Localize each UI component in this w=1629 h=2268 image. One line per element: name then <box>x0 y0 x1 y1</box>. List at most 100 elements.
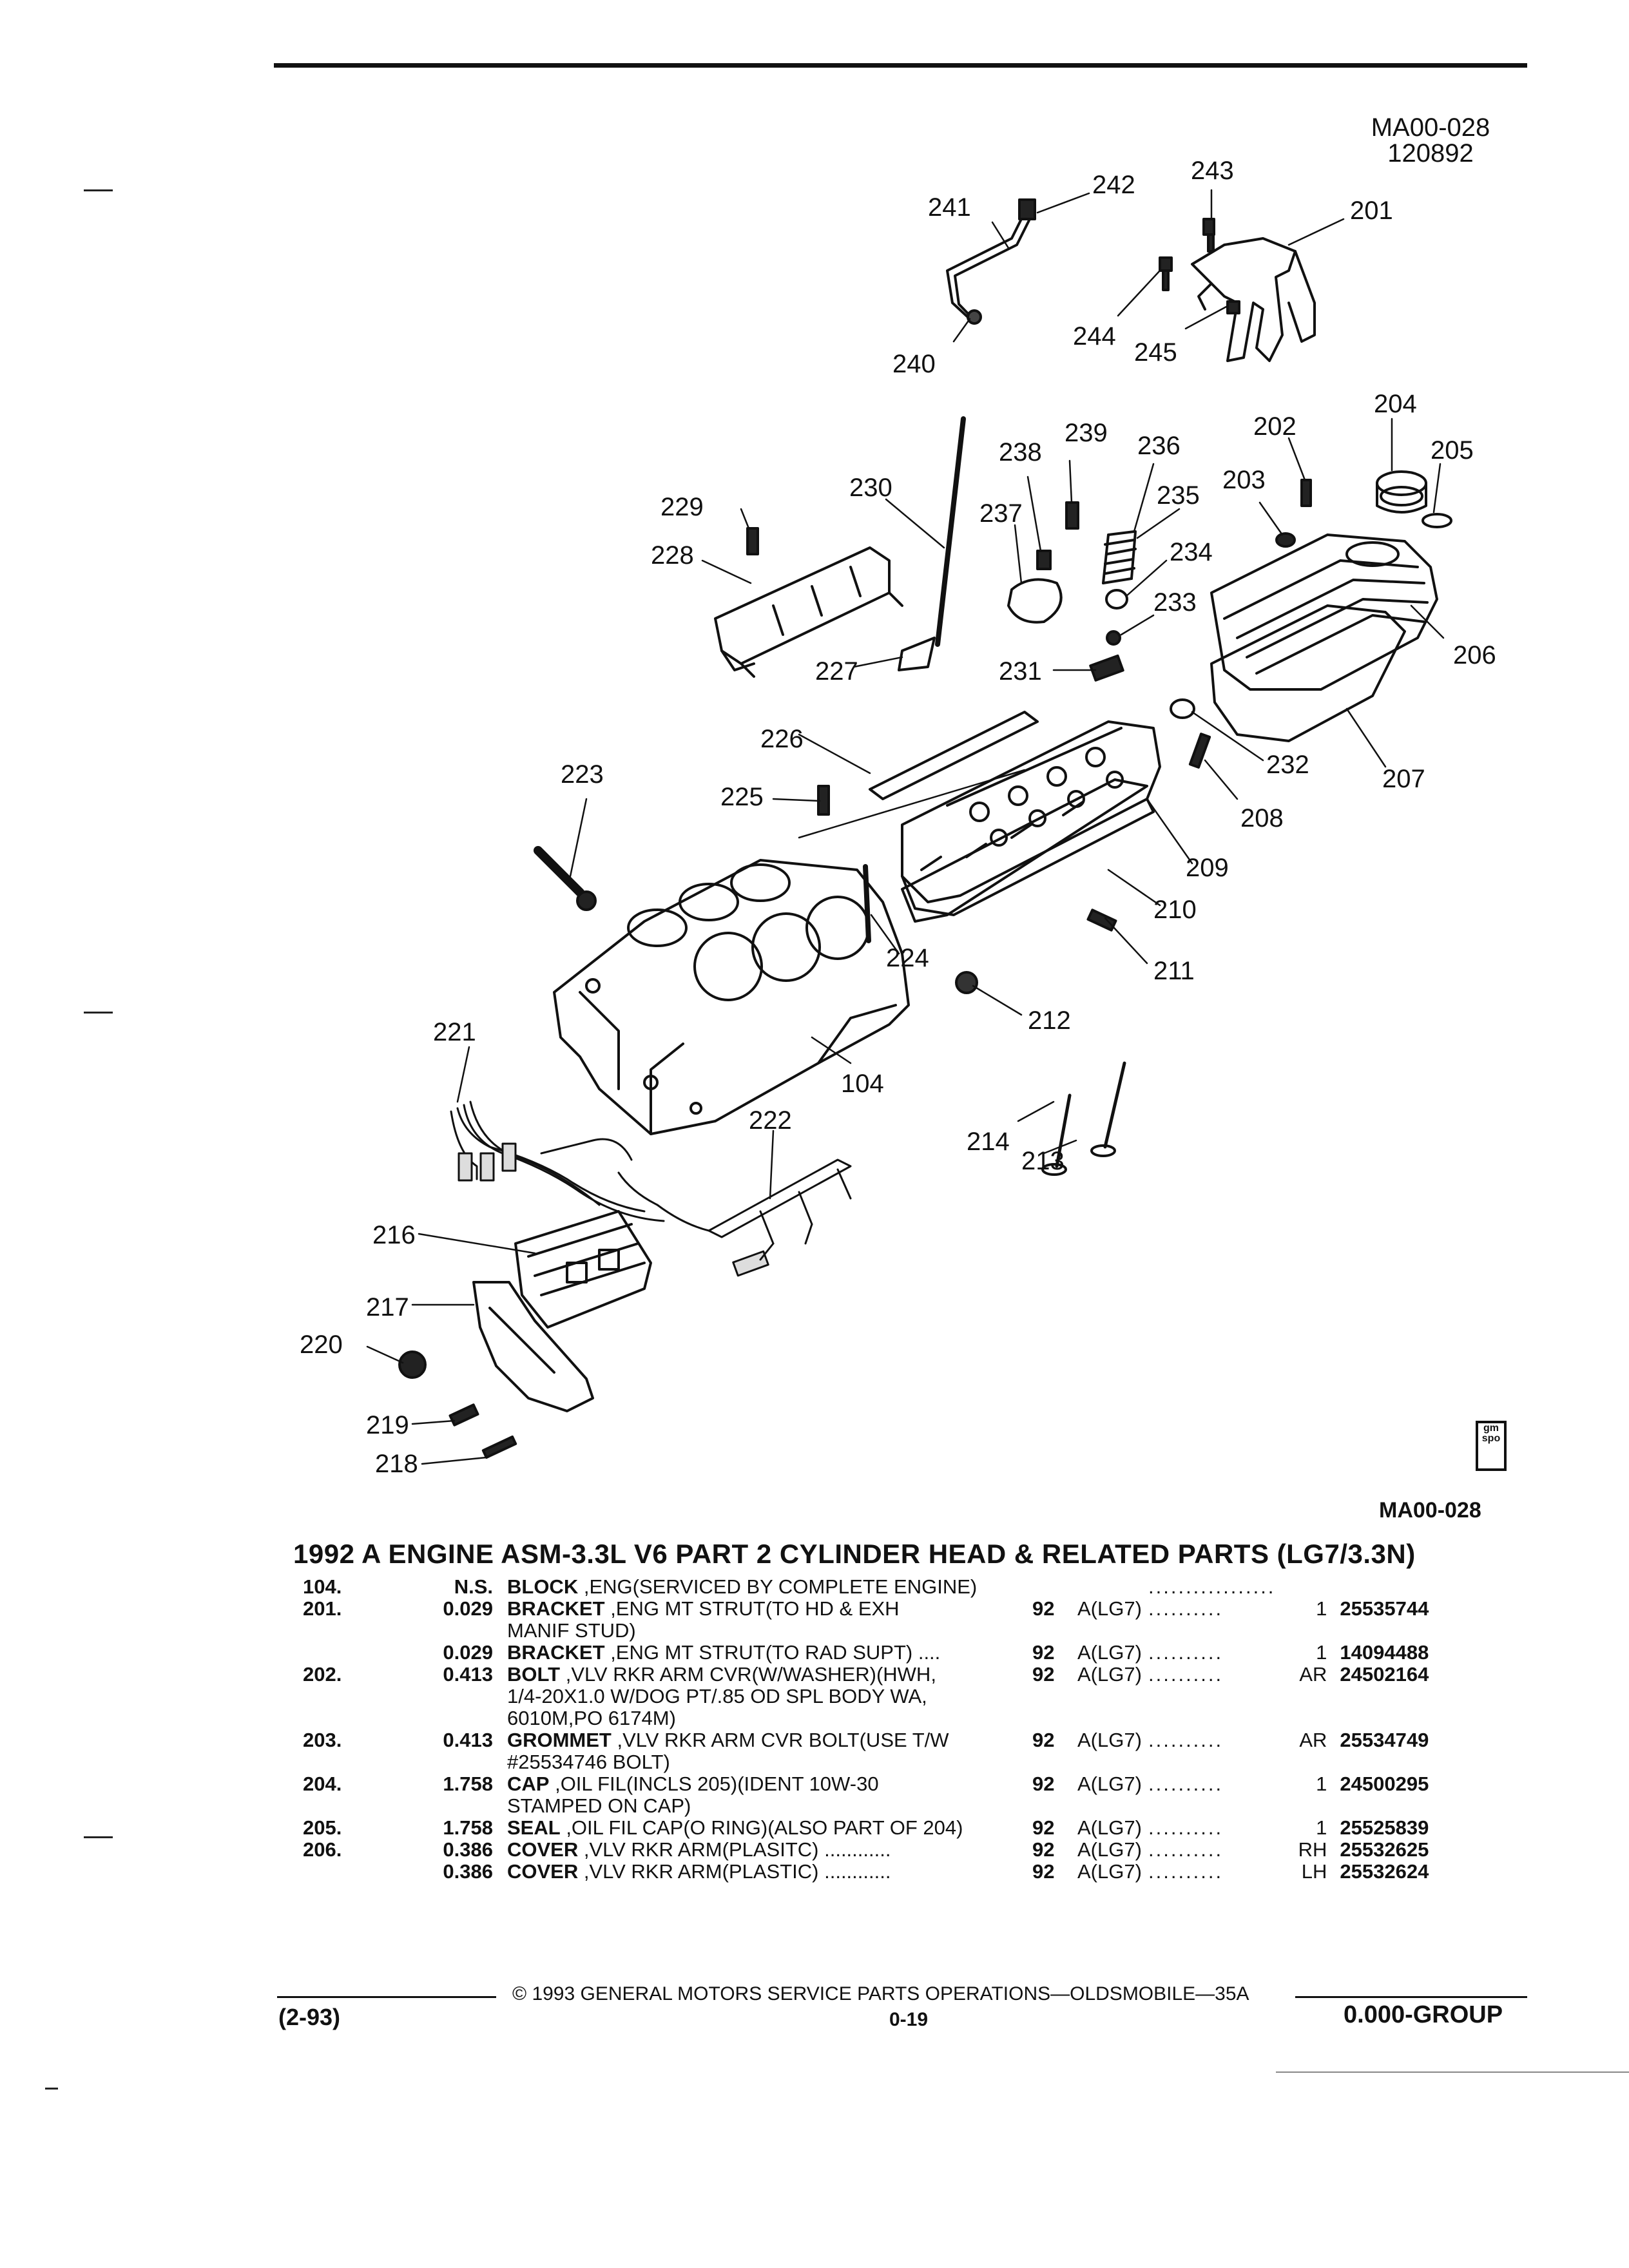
part-ref-number: 202. <box>303 1663 342 1686</box>
part-detail: ,VLV RKR ARM(PLASTIC) ............ <box>583 1860 891 1883</box>
callout-104: 104 <box>841 1070 884 1098</box>
leader-dots <box>1148 1620 1275 1642</box>
illustration-page: 0.029 <box>443 1641 493 1664</box>
part-number <box>1340 1707 1436 1729</box>
callout-228: 228 <box>651 541 694 570</box>
exploded-view-diagram: 241 242 243 201 240 244 245 204 202 205 … <box>300 157 1496 1523</box>
callout-229: 229 <box>660 493 704 521</box>
callout-209: 209 <box>1186 854 1229 882</box>
callout-216: 216 <box>372 1221 416 1249</box>
leader-dots: .......... <box>1148 1816 1224 1839</box>
coil-bracket-part <box>472 1281 594 1412</box>
parts-row: 104.N.S.BLOCK ,ENG(SERVICED BY COMPLETE … <box>284 1576 1436 1598</box>
part-description: STAMPED ON CAP) <box>507 1795 1032 1817</box>
callout-202: 202 <box>1253 412 1296 441</box>
callout-226: 226 <box>760 725 804 753</box>
part-detail: 1/4-20X1.0 W/DOG PT/.85 OD SPL BODY WA, <box>507 1685 927 1707</box>
model-year: 92 <box>1032 1860 1055 1883</box>
callout-217: 217 <box>366 1293 409 1321</box>
part-number: 25534749 <box>1340 1729 1429 1751</box>
part-number: 14094488 <box>1340 1641 1429 1664</box>
part-name: BOLT <box>507 1663 561 1686</box>
part-description: 6010M,PO 6174M) <box>507 1707 1032 1729</box>
retainer-part <box>898 637 936 671</box>
illustration-page: 0.386 <box>443 1860 493 1883</box>
gasket-part <box>1210 604 1406 742</box>
leader-lines <box>366 189 1445 1465</box>
parts-row: 6010M,PO 6174M) <box>284 1707 1436 1729</box>
application-code <box>1077 1707 1148 1729</box>
head-gasket-part <box>901 778 1148 923</box>
callout-210: 210 <box>1153 896 1197 924</box>
part-detail: ,VLV RKR ARM CVR BOLT(USE T/W <box>617 1729 949 1751</box>
parts-row: STAMPED ON CAP) <box>284 1795 1436 1817</box>
spark-plug-wire-part <box>617 1158 852 1277</box>
callout-223: 223 <box>561 760 604 789</box>
part-name: COVER <box>507 1838 579 1861</box>
application-code: A(LG7) <box>1077 1860 1142 1883</box>
margin-mark <box>84 1012 113 1014</box>
part-number <box>1340 1795 1436 1817</box>
model-year <box>1032 1795 1077 1817</box>
model-year: 92 <box>1032 1838 1055 1861</box>
quantity <box>1275 1620 1340 1642</box>
parts-row: #25534746 BOLT) <box>284 1751 1436 1773</box>
callout-207: 207 <box>1382 765 1425 793</box>
application-code <box>1077 1576 1148 1598</box>
quantity: LH <box>1301 1860 1327 1883</box>
quantity: 1 <box>1316 1641 1327 1664</box>
part-description: SEAL ,OIL FIL CAP(O RING)(ALSO PART OF 2… <box>507 1817 1032 1839</box>
valve-spring-part <box>1102 530 1137 584</box>
leader-dots: .......... <box>1148 1641 1224 1664</box>
callout-206: 206 <box>1453 641 1496 669</box>
callout-242: 242 <box>1092 171 1135 199</box>
callout-234: 234 <box>1170 538 1213 566</box>
callout-203: 203 <box>1222 466 1266 494</box>
part-description: BLOCK ,ENG(SERVICED BY COMPLETE ENGINE) <box>507 1576 1032 1598</box>
stud-part <box>1086 908 1117 932</box>
bolt-part <box>448 1403 479 1427</box>
copyright-line: © 1993 GENERAL MOTORS SERVICE PARTS OPER… <box>512 1983 1249 2004</box>
callout-214: 214 <box>967 1128 1010 1156</box>
pushrod-part <box>935 416 966 647</box>
part-detail: 6010M,PO 6174M) <box>507 1707 676 1729</box>
plug-part <box>1170 698 1195 719</box>
part-name: BRACKET <box>507 1641 605 1664</box>
callout-233: 233 <box>1153 588 1197 617</box>
callout-237: 237 <box>979 499 1023 528</box>
part-number: 24500295 <box>1340 1773 1429 1795</box>
key-part <box>1106 630 1121 646</box>
quantity: AR <box>1299 1663 1327 1686</box>
part-description: MANIF STUD) <box>507 1620 1032 1642</box>
model-year: 92 <box>1032 1729 1055 1751</box>
seal-part <box>1422 513 1452 528</box>
illustration-page <box>403 1795 507 1817</box>
illustration-page: 0.413 <box>443 1663 493 1686</box>
application-code: A(LG7) <box>1077 1597 1142 1620</box>
part-ref-number: 104. <box>303 1575 342 1598</box>
diagram-caption-id: MA00-028 <box>1379 1498 1481 1523</box>
application-code: A(LG7) <box>1077 1641 1142 1664</box>
bolt-part <box>746 527 759 555</box>
application-code: A(LG7) <box>1077 1663 1142 1686</box>
callout-213: 213 <box>1021 1147 1065 1175</box>
stud-part <box>481 1435 517 1459</box>
callout-220: 220 <box>300 1331 343 1359</box>
part-description: #25534746 BOLT) <box>507 1751 1032 1773</box>
footer-rule-right <box>1295 1996 1527 1998</box>
margin-mark <box>84 1836 113 1838</box>
spark-plug-wire-part <box>450 1100 665 1222</box>
part-number: 25535744 <box>1340 1597 1429 1620</box>
callout-221: 221 <box>433 1018 476 1046</box>
quantity <box>1275 1795 1340 1817</box>
quantity: 1 <box>1316 1816 1327 1839</box>
part-detail: ,OIL FIL(INCLS 205)(IDENT 10W-30 <box>555 1773 879 1795</box>
callout-219: 219 <box>366 1411 409 1439</box>
callout-205: 205 <box>1431 436 1474 465</box>
callout-224: 224 <box>886 944 929 972</box>
oil-tube-part <box>946 198 1036 325</box>
